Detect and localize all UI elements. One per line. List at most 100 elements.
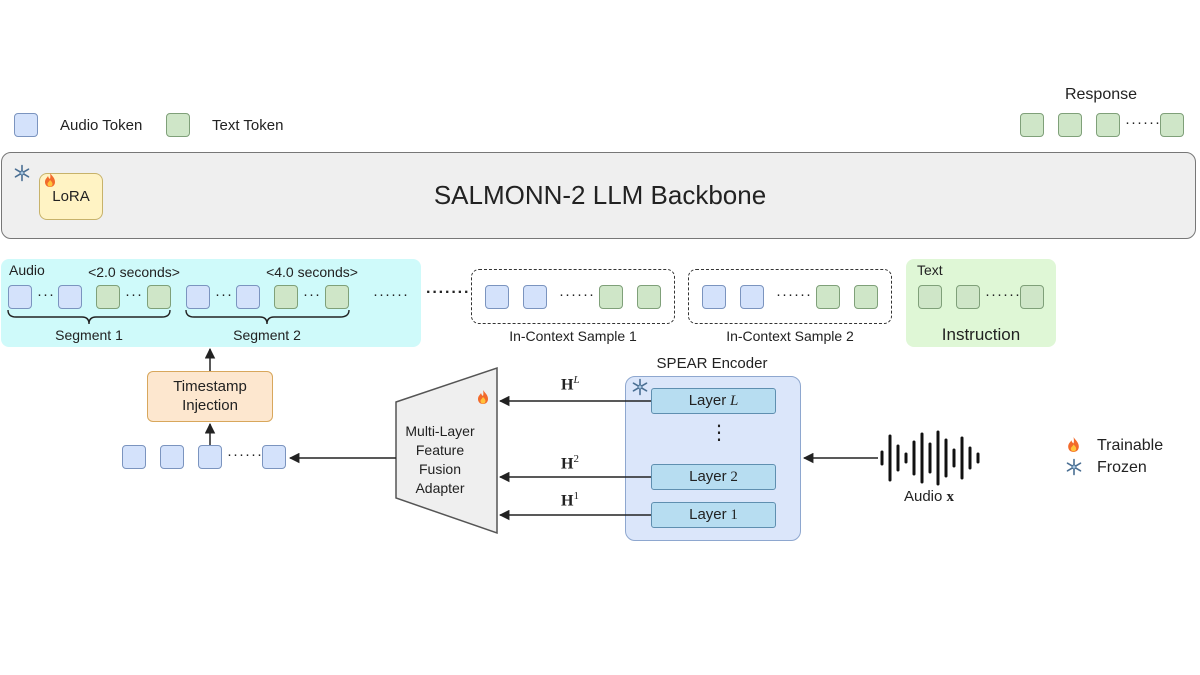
fire-icon	[1068, 437, 1079, 452]
waveform-icon	[880, 430, 980, 486]
bottom-dots: ······	[227, 446, 263, 463]
text-token	[599, 285, 623, 309]
hidden-symbol: H	[561, 455, 574, 473]
response-token	[1096, 113, 1120, 137]
audio-token	[485, 285, 509, 309]
layer-vdots: ⋮	[709, 422, 729, 444]
legend-text-token-label: Text Token	[212, 117, 284, 134]
layer-2-index: 2	[730, 469, 738, 485]
text-block-label: Text	[917, 262, 943, 278]
layer-word: Layer	[689, 468, 727, 485]
layer-1-index: 1	[730, 507, 738, 523]
segment1-label: Segment 1	[55, 327, 123, 343]
timestamp-injection-box: Timestamp Injection	[147, 371, 273, 422]
snowflake-icon	[1066, 458, 1082, 476]
in-context-sample-2-label: In-Context Sample 2	[726, 328, 854, 344]
in-context-sample-2-box	[688, 269, 892, 324]
lora-label: LoRA	[52, 188, 90, 205]
response-token	[1058, 113, 1082, 137]
spear-encoder-title: SPEAR Encoder	[656, 355, 768, 372]
adapter-line2: Feature	[415, 442, 465, 458]
fire-icon	[478, 390, 488, 404]
response-token	[1160, 113, 1184, 137]
hidden-sup-1: 1	[573, 490, 579, 502]
spear-layer-2: Layer 2	[651, 464, 776, 490]
response-label: Response	[1064, 86, 1138, 103]
text-token	[96, 285, 120, 309]
layer-word: Layer	[688, 392, 727, 409]
hidden-sup-2: 2	[573, 453, 579, 465]
in-context-sample-1-label: In-Context Sample 1	[509, 328, 637, 344]
text-token	[854, 285, 878, 309]
text-token	[956, 285, 980, 309]
separator-dots: ·······	[426, 284, 471, 301]
snowflake-icon	[14, 164, 30, 182]
text-token	[918, 285, 942, 309]
legend-text-token-swatch	[166, 113, 190, 137]
segment-braces	[7, 309, 350, 325]
legend-audio-token-label: Audio Token	[60, 117, 143, 134]
audio-token	[262, 445, 286, 469]
instruction-label: Instruction	[941, 325, 1021, 344]
in-context-sample-1-box	[471, 269, 675, 324]
audio-token	[58, 285, 82, 309]
fire-icon	[45, 173, 55, 187]
fusion-adapter-label: Multi-Layer Feature Fusion Adapter	[405, 422, 475, 498]
audio-dots: ···	[303, 286, 321, 303]
ics2-dots: ······	[776, 286, 812, 303]
ics1-dots: ······	[559, 286, 595, 303]
audio-dots: ···	[215, 286, 233, 303]
timestamp-line1: Timestamp	[173, 378, 247, 395]
audio-block-label: Audio	[9, 262, 45, 278]
audio-dots-long: ······	[373, 286, 409, 303]
hidden-state-2-label: H2	[561, 453, 579, 473]
audio-token	[160, 445, 184, 469]
text-token	[1020, 285, 1044, 309]
backbone-title: SALMONN-2 LLM Backbone	[433, 180, 767, 210]
spear-layer-L: Layer L	[651, 388, 776, 414]
snowflake-icon	[632, 378, 648, 396]
timestamp-line2: Injection	[182, 397, 238, 414]
audio-token	[702, 285, 726, 309]
audio-token	[8, 285, 32, 309]
segment2-label: Segment 2	[233, 327, 301, 343]
response-dots: ······	[1125, 114, 1161, 131]
audio-token	[186, 285, 210, 309]
audio-token	[236, 285, 260, 309]
audio-dots: ···	[125, 286, 143, 303]
segment1-duration: <2.0 seconds>	[88, 264, 180, 280]
hidden-state-1-label: H1	[561, 490, 579, 510]
layer-word: Layer	[689, 506, 727, 523]
layer-L-index: L	[729, 393, 739, 409]
audio-token	[198, 445, 222, 469]
segment2-duration: <4.0 seconds>	[266, 264, 358, 280]
spear-layer-1: Layer 1	[651, 502, 776, 528]
hidden-symbol: H	[561, 492, 574, 510]
response-token	[1020, 113, 1044, 137]
text-token	[147, 285, 171, 309]
adapter-line3: Fusion	[418, 461, 462, 477]
adapter-line4: Adapter	[415, 480, 465, 496]
audio-token	[740, 285, 764, 309]
audio-token	[122, 445, 146, 469]
llm-backbone	[1, 152, 1196, 239]
hidden-sup-L: L	[573, 374, 580, 386]
fusion-adapter-shape	[395, 366, 498, 535]
text-token	[637, 285, 661, 309]
text-dots: ······	[985, 286, 1021, 303]
hidden-state-L-label: HL	[561, 374, 580, 394]
text-token	[274, 285, 298, 309]
audio-input-label: Audio x	[904, 488, 954, 506]
legend-audio-token-swatch	[14, 113, 38, 137]
adapter-line1: Multi-Layer	[405, 423, 475, 439]
hidden-symbol: H	[561, 376, 574, 394]
audio-dots: ···	[37, 286, 55, 303]
text-token	[816, 285, 840, 309]
audio-input-word: Audio	[903, 488, 943, 505]
legend-trainable-label: Trainable	[1097, 437, 1164, 454]
legend-frozen-label: Frozen	[1097, 459, 1147, 476]
audio-input-var: x	[946, 489, 955, 505]
audio-token	[523, 285, 547, 309]
text-token	[325, 285, 349, 309]
